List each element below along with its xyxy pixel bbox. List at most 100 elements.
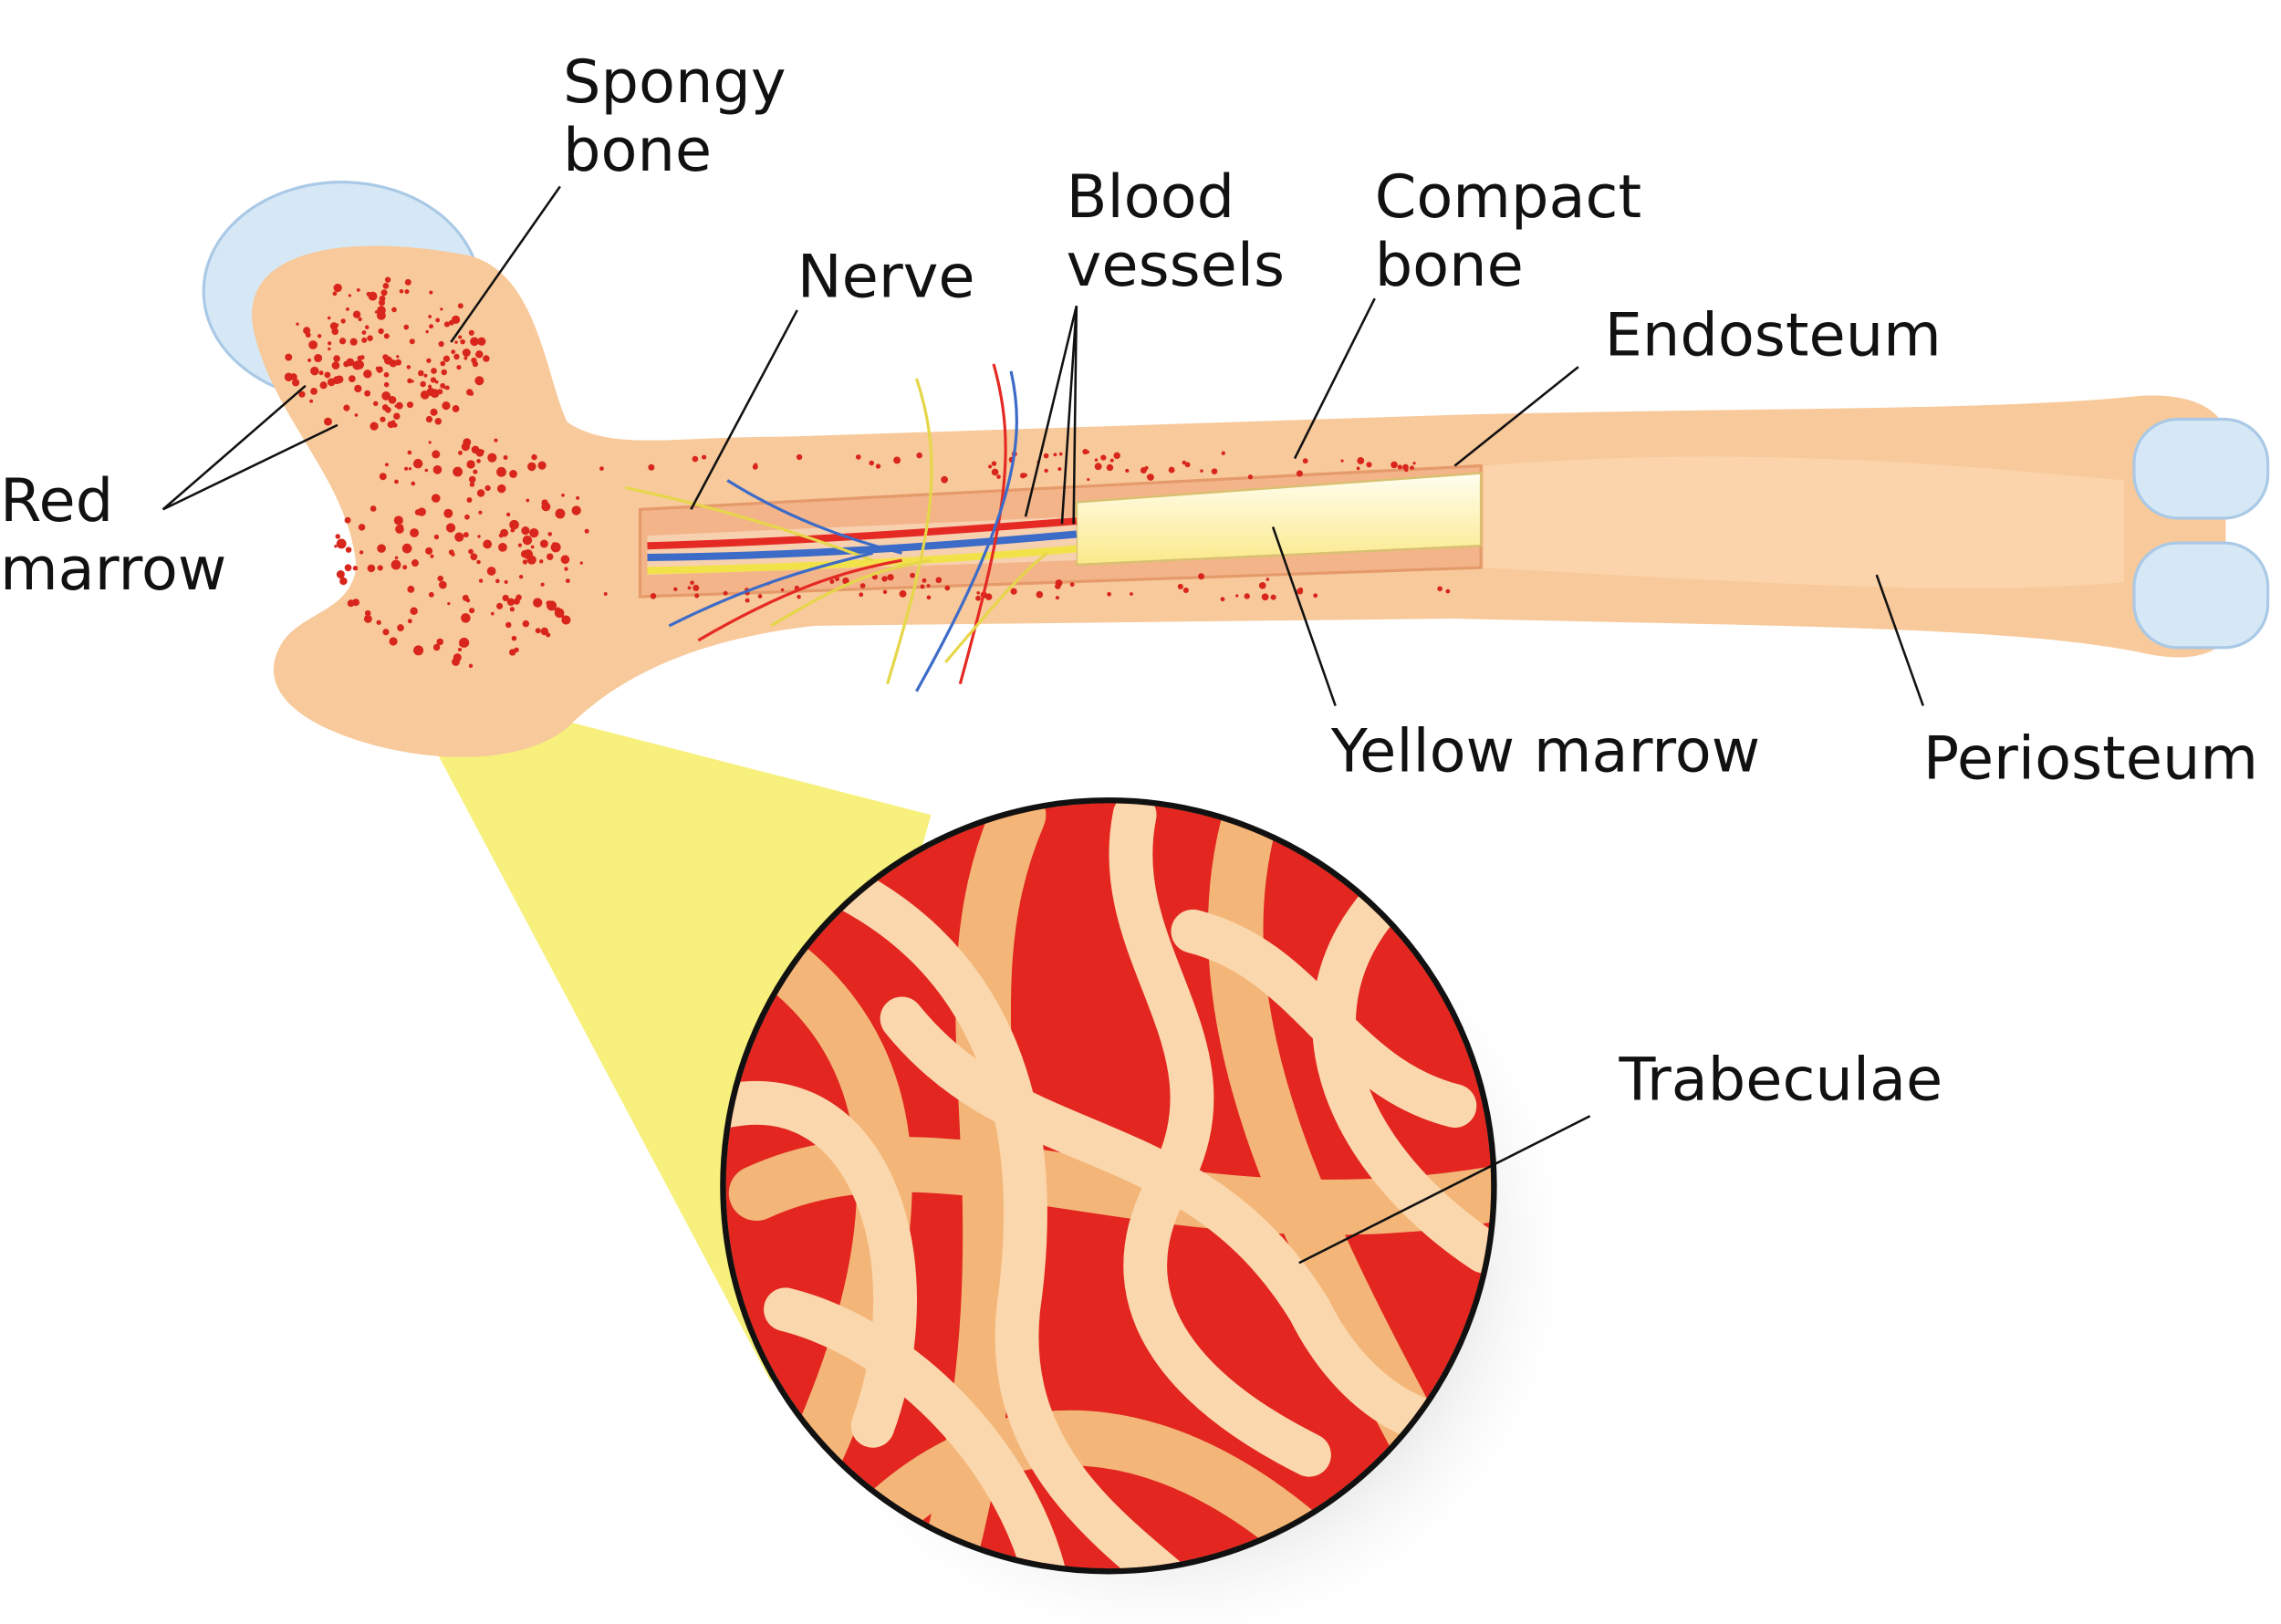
marrow-dot — [1100, 454, 1107, 461]
marrow-dot — [344, 516, 351, 524]
marrow-dot — [881, 576, 888, 582]
marrow-dot — [531, 453, 537, 461]
marrow-dot — [451, 349, 456, 355]
marrow-dot — [368, 291, 378, 301]
label-red-marrow: Red — [0, 466, 113, 536]
marrow-dot — [433, 534, 440, 540]
marrow-dot — [650, 593, 657, 599]
marrow-dot — [916, 452, 922, 459]
marrow-dot — [437, 389, 443, 395]
marrow-dot — [490, 611, 495, 616]
marrow-dot — [463, 438, 472, 447]
marrow-dot — [842, 577, 849, 585]
marrow-dot — [584, 528, 589, 534]
marrow-dot — [468, 475, 476, 484]
marrow-dot — [345, 547, 352, 553]
marrow-dot — [443, 386, 447, 390]
marrow-dot — [428, 591, 434, 598]
marrow-dot — [796, 453, 803, 461]
marrow-dot — [367, 335, 373, 342]
marrow-dot — [335, 323, 339, 328]
marrow-dot — [1057, 466, 1062, 472]
label-blood-vessels: Blood — [1067, 162, 1234, 232]
marrow-dot — [547, 532, 553, 536]
marrow-dot — [336, 538, 347, 549]
marrow-dot — [411, 559, 419, 567]
marrow-dot — [480, 449, 484, 454]
marrow-dot — [926, 595, 932, 600]
marrow-dot — [417, 507, 426, 516]
marrow-dot — [1130, 592, 1133, 596]
marrow-dot — [406, 401, 414, 409]
marrow-dot — [429, 290, 433, 295]
marrow-dot — [920, 584, 925, 589]
marrow-dot — [454, 532, 464, 542]
marrow-dot — [539, 559, 544, 564]
marrow-dot — [357, 355, 363, 361]
marrow-dot — [370, 505, 377, 512]
marrow-dot — [546, 553, 554, 560]
marrow-dot — [1397, 464, 1402, 470]
marrow-dot — [428, 384, 432, 389]
marrow-dot — [412, 458, 423, 469]
marrow-dot — [473, 469, 478, 474]
marrow-dot — [509, 519, 519, 530]
red-marrow-dots — [284, 276, 1451, 669]
label-trabeculae: Trabeculae — [1619, 1046, 1943, 1115]
marrow-dot — [1044, 468, 1048, 474]
marrow-dot — [1087, 477, 1090, 482]
marrow-dot — [390, 397, 396, 403]
marrow-dot — [430, 377, 437, 383]
marrow-dot — [347, 599, 355, 608]
marrow-dot — [476, 459, 481, 463]
marrow-dot — [694, 593, 700, 599]
marrow-dot — [438, 580, 447, 589]
marrow-dot — [976, 591, 980, 595]
marrow-dot — [1043, 453, 1049, 459]
label-endosteum: Endosteum — [1605, 300, 1942, 370]
marrow-dot — [349, 338, 358, 346]
marrow-dot — [393, 412, 401, 420]
marrow-dot — [1106, 463, 1114, 472]
marrow-dot — [363, 614, 372, 623]
marrow-dot — [452, 658, 460, 666]
marrow-dot — [494, 438, 498, 442]
marrow-dot — [428, 441, 432, 444]
marrow-dot — [407, 585, 415, 593]
marrow-dot — [428, 315, 432, 318]
marrow-dot — [425, 415, 433, 423]
marrow-dot — [1058, 452, 1063, 456]
marrow-dot — [518, 574, 524, 579]
marrow-dot — [477, 337, 486, 346]
marrow-dot — [344, 564, 352, 572]
marrow-dot — [284, 372, 294, 381]
marrow-dot — [496, 466, 506, 477]
marrow-dot — [354, 359, 364, 370]
marrow-dot — [503, 454, 508, 460]
marrow-dot — [327, 378, 336, 387]
marrow-dot — [1113, 452, 1120, 460]
cartilage-condyle-top — [2132, 417, 2270, 520]
marrow-dot — [1094, 463, 1102, 471]
marrow-dot — [358, 317, 362, 322]
marrow-dot — [440, 307, 443, 311]
marrow-dot — [529, 528, 539, 538]
marrow-dot — [324, 371, 331, 379]
label-compact-bone: Compact — [1375, 162, 1641, 232]
marrow-dot — [382, 354, 389, 360]
marrow-dot — [541, 502, 551, 512]
marrow-dot — [379, 473, 387, 481]
marrow-dot — [1086, 450, 1089, 454]
marrow-dot — [502, 594, 509, 602]
marrow-dot — [500, 528, 509, 537]
marrow-dot — [1270, 594, 1276, 600]
marrow-dot — [425, 329, 429, 334]
marrow-dot — [361, 337, 368, 343]
marrow-dot — [1235, 594, 1239, 598]
marrow-dot — [561, 493, 565, 497]
marrow-dot — [1107, 591, 1111, 597]
marrow-dot — [1340, 459, 1344, 463]
marrow-dot — [318, 370, 324, 376]
marrow-dot — [550, 542, 561, 553]
